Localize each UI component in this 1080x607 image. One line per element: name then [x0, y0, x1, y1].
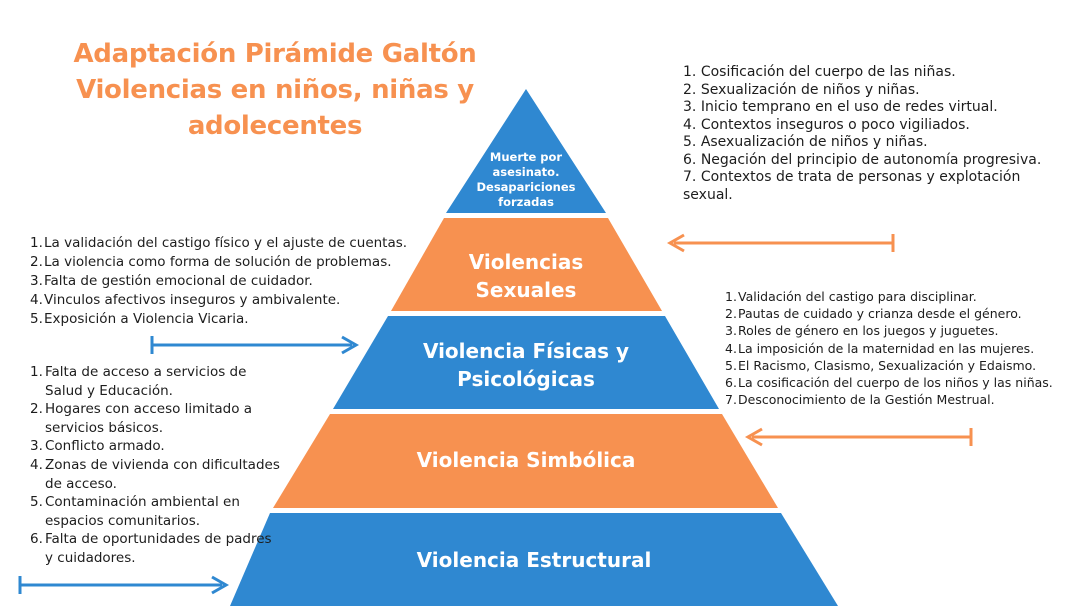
list-item: 5.El Racismo, Clasismo, Sexualización y … — [725, 357, 1037, 373]
list-structural-violence-factors: 1.Falta de acceso a servicios de Salud y… — [30, 363, 282, 568]
pyramid-level-symbolic — [273, 414, 778, 508]
list-item: 1.La validación del castigo físico y el … — [30, 235, 408, 251]
level-label-line: Muerte por — [489, 150, 563, 164]
list-item: 2.La violencia como forma de solución de… — [30, 254, 392, 270]
pyramid-level-top — [446, 89, 606, 213]
arrow-right-structural — [18, 575, 230, 595]
list-item: 3. Inicio temprano en el uso de redes vi… — [683, 99, 998, 115]
page-title: Adaptación Pirámide Galtón Violencias en… — [40, 36, 510, 144]
list-item: 5. Asexualización de niños y niñas. — [683, 134, 928, 150]
list-item: 1.Falta de acceso a servicios de Salud y… — [30, 364, 247, 399]
arrow-left-symbolic — [744, 427, 973, 447]
level-label-line: Psicológicas — [457, 367, 595, 391]
list-item: 3.Roles de género en los juegos y juguet… — [725, 323, 999, 339]
arrow-left-sexual — [666, 233, 895, 253]
level-label-line: Desapariciones — [476, 180, 576, 194]
list-item: 5.Exposición a Violencia Vicaria. — [30, 311, 249, 327]
list-item: 3.Falta de gestión emocional de cuidador… — [30, 273, 313, 289]
pyramid-level-structural — [230, 513, 838, 606]
list-item: 6. Negación del principio de autonomía p… — [683, 151, 1042, 168]
list-item: 6.La cosificación del cuerpo de los niño… — [725, 375, 1053, 391]
level-label-top: Muerte por asesinato. Desapariciones for… — [476, 150, 576, 210]
list-item: 3.Conflicto armado. — [30, 438, 165, 455]
list-item: 1. Cosificación del cuerpo de las niñas. — [683, 64, 956, 80]
pyramid-level-sexual — [391, 218, 662, 311]
list-item: 4.La imposición de la maternidad en las … — [725, 340, 1035, 356]
list-item: 1.Validación del castigo para disciplina… — [725, 289, 977, 304]
list-item: 4.Zonas de vivienda con dificultades de … — [30, 456, 280, 492]
list-item: 6.Falta de oportunidades de padres y cui… — [30, 531, 272, 566]
title-line: adolecentes — [187, 111, 363, 141]
level-label-physical: Violencia Físicas y Psicológicas — [396, 337, 656, 393]
level-label-structural: Violencia Estructural — [384, 546, 684, 574]
title-line: Violencias en niños, niñas y — [76, 75, 474, 105]
list-item: 2.Pautas de cuidado y crianza desde el g… — [725, 306, 1022, 322]
list-symbolic-violence-factors: 1.Validación del castigo para disciplina… — [725, 288, 1077, 408]
level-label-line: forzadas — [498, 195, 554, 209]
list-item: 5.Contaminación ambiental en espacios co… — [30, 494, 240, 529]
arrow-right-physical — [150, 335, 360, 355]
list-item: 4. Contextos inseguros o poco vigiliados… — [683, 116, 970, 133]
level-label-symbolic: Violencia Simbólica — [376, 446, 676, 474]
list-item: 2.Hogares con acceso limitado a servicio… — [30, 401, 253, 436]
level-label-line: Violencia Estructural — [416, 548, 652, 572]
list-physical-violence-factors: 1.La validación del castigo físico y el … — [30, 234, 450, 329]
level-label-line: Violencias — [468, 250, 584, 274]
title-line: Adaptación Pirámide Galtón — [73, 39, 477, 69]
list-item: 4.Vinculos afectivos inseguros y ambival… — [30, 292, 341, 308]
level-label-line: Violencia Simbólica — [416, 448, 636, 472]
list-item: 7.Desconocimiento de la Gestión Mestrual… — [725, 392, 995, 408]
pyramid-level-physical — [333, 316, 719, 409]
level-label-line: Violencia Físicas y — [422, 339, 630, 363]
level-label-line: asesinato. — [492, 165, 560, 179]
level-label-sexual: Violencias Sexuales — [426, 248, 626, 304]
list-item: 7. Contextos de trata de personas y expl… — [683, 169, 1021, 203]
list-sexual-violence-factors: 1. Cosificación del cuerpo de las niñas.… — [683, 64, 1063, 204]
list-item: 2. Sexualización de niños y niñas. — [683, 81, 920, 98]
level-label-line: Sexuales — [475, 278, 577, 302]
